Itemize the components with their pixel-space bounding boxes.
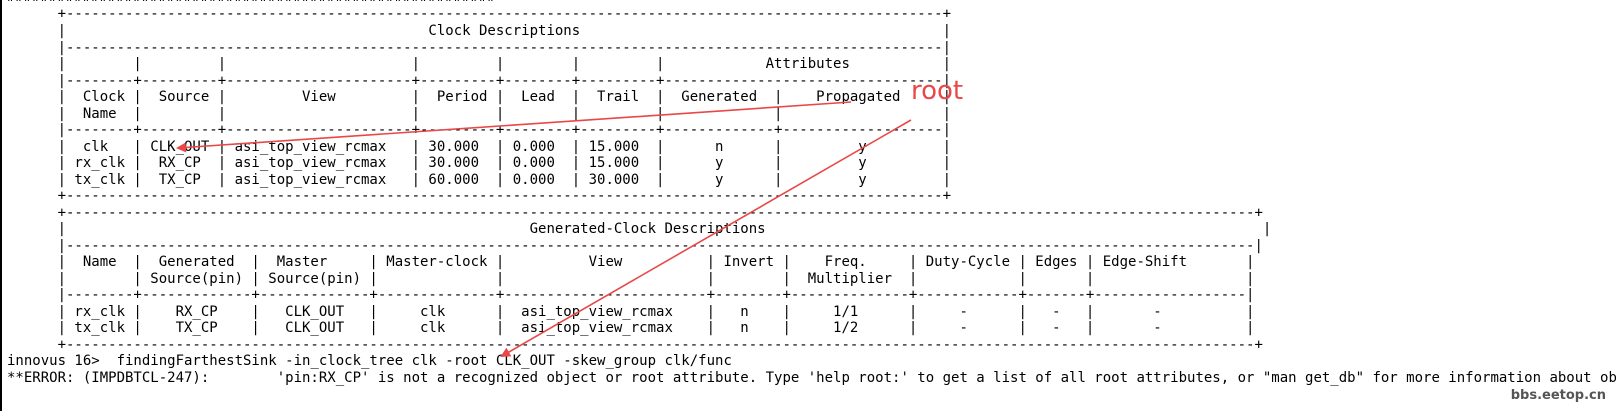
clock-table-row: | clk | CLK_OUT | asi_top_view_rcmax | 3… xyxy=(7,139,952,155)
generated-table-border-bottom: +---------------------------------------… xyxy=(7,337,1263,353)
generated-table-rule: |---------------------------------------… xyxy=(7,238,1263,254)
watermark-text: bbs.eetop.cn xyxy=(1510,388,1606,403)
command-line[interactable]: innovus 16> findingFarthestSink -in_cloc… xyxy=(7,353,732,369)
clock-table-border-bottom: +---------------------------------------… xyxy=(7,188,952,204)
clock-table-header-row: | Name | | | | | | | | xyxy=(7,106,952,122)
clock-table-rule: |--------+---------+--------------------… xyxy=(7,73,952,89)
generated-table-row: | tx_clk | TX_CP | CLK_OUT | clk | asi_t… xyxy=(7,320,1255,336)
clock-table-row: | rx_clk | RX_CP | asi_top_view_rcmax | … xyxy=(7,155,952,171)
terminal-left-border xyxy=(0,0,2,411)
clock-table-border-top: +---------------------------------------… xyxy=(7,6,952,22)
clock-table-header-row: | Clock | Source | View | Period | Lead … xyxy=(7,89,952,105)
hash-separator: ########################################… xyxy=(7,0,496,6)
generated-table-row: | rx_clk | RX_CP | CLK_OUT | clk | asi_t… xyxy=(7,304,1255,320)
generated-table-header-row: | Name | Generated | Master | Master-clo… xyxy=(7,254,1255,270)
clock-table-row: | tx_clk | TX_CP | asi_top_view_rcmax | … xyxy=(7,172,952,188)
generated-table-header-row: | | Source(pin) | Source(pin) | | | | Mu… xyxy=(7,271,1255,287)
generated-table-title: | Generated-Clock Descriptions | xyxy=(7,221,1272,237)
generated-table-border-top: +---------------------------------------… xyxy=(7,205,1263,221)
clock-table-rule: |--------+---------+--------------------… xyxy=(7,122,952,138)
clock-table-title: | Clock Descriptions | xyxy=(7,23,952,39)
error-message: **ERROR: (IMPDBTCL-247): 'pin:RX_CP' is … xyxy=(7,370,1616,386)
generated-table-rule: |--------+-------------+-------------+--… xyxy=(7,287,1255,303)
root-annotation-label: root xyxy=(911,76,964,106)
clock-table-attributes-header: | | | | | | | Attributes | xyxy=(7,56,952,72)
clock-table-rule: |---------------------------------------… xyxy=(7,40,952,56)
